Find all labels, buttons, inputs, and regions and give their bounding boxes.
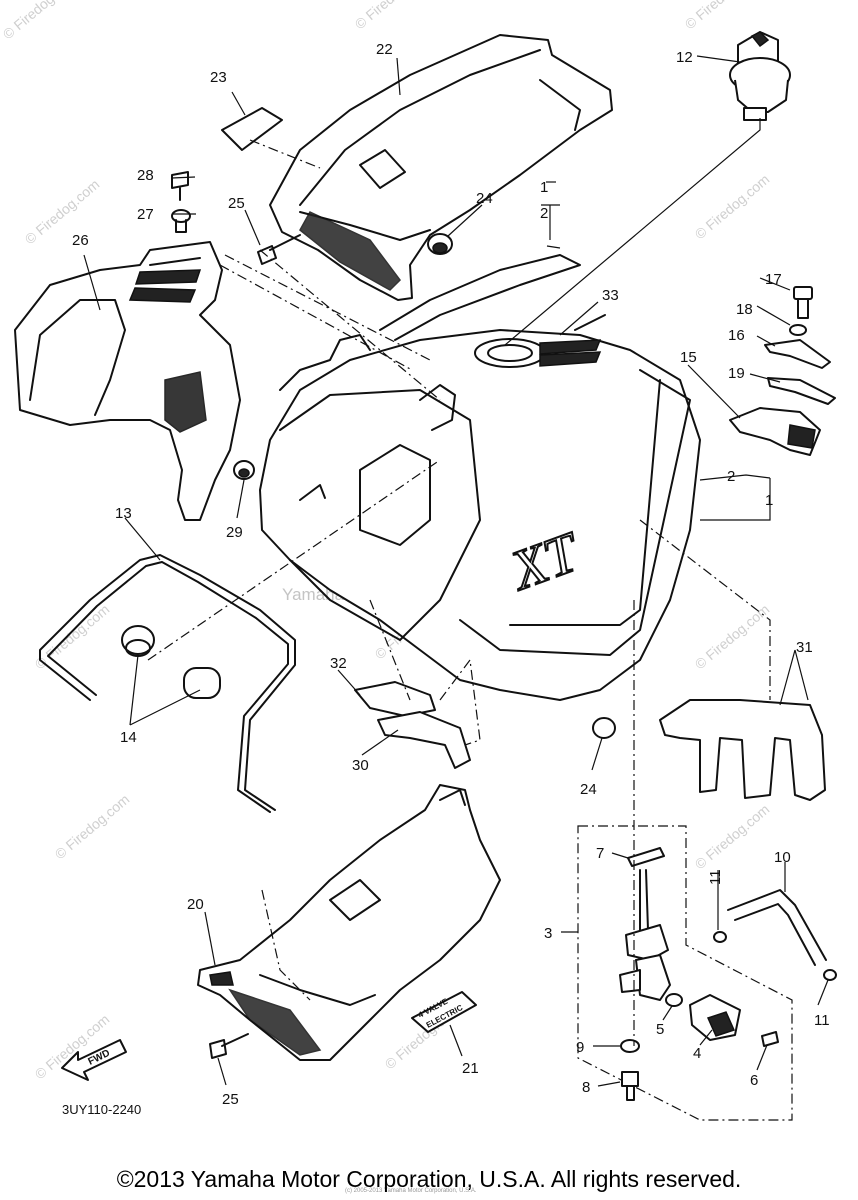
callout-8: 8: [582, 1079, 590, 1096]
callout-13: 13: [115, 505, 132, 522]
callout-labels: 1 2 1 2 3 4 5 6 7 8 9 10 11 11 12 13 14 …: [72, 41, 830, 1108]
callout-1: 1: [765, 492, 773, 509]
callout-11: 11: [707, 869, 724, 885]
callout-30: 30: [352, 757, 369, 774]
part-8-bolt: [621, 1071, 639, 1101]
part-6-screw: [761, 1031, 779, 1047]
part-29-collar: [233, 460, 255, 480]
part-19-bracket: [767, 377, 836, 405]
part-18-washer: [789, 324, 807, 336]
callout-27: 27: [137, 206, 154, 223]
part-27-collar: [171, 209, 191, 233]
callout-32: 32: [330, 655, 347, 672]
leader-lines: [83, 55, 829, 1087]
part-26-left-cover: [14, 241, 241, 521]
callout-17: 17: [765, 271, 782, 288]
callout-22: 22: [376, 41, 393, 58]
part-11-clip: [713, 931, 837, 981]
callout-25: 25: [222, 1091, 239, 1108]
part-32-pad: [354, 681, 436, 717]
part-9-washer: [620, 1039, 640, 1053]
callout-14: 14: [120, 729, 137, 746]
callout-31: 31: [796, 639, 813, 656]
part-5-o-ring: [665, 993, 683, 1007]
callout-25: 25: [228, 195, 245, 212]
part-30-bracket: [377, 711, 471, 769]
part-20-lower-cover: [197, 784, 501, 1061]
callout-16: 16: [728, 327, 745, 344]
callout-21: 21: [462, 1060, 479, 1077]
part-31-damper-set: [659, 699, 826, 801]
callout-33: 33: [602, 287, 619, 304]
watermark: © Firedog.com: [682, 0, 763, 32]
part-15-damper: [729, 407, 821, 456]
callout-2: 2: [540, 205, 548, 222]
callout-24: 24: [580, 781, 597, 798]
callout-15: 15: [680, 349, 697, 366]
callout-28: 28: [137, 167, 154, 184]
callout-18: 18: [736, 301, 753, 318]
part-13-band: [39, 554, 296, 813]
watermark: © Firedog.com: [692, 171, 773, 242]
assembly-lines: [147, 139, 771, 1046]
copyright-footer: ©2013 Yamaha Motor Corporation, U.S.A. A…: [116, 1166, 742, 1192]
callout-26: 26: [72, 232, 89, 249]
watermark: © Firedog.com: [32, 601, 113, 672]
fine-print: (c) 2005-2013 Yamaha Motor Corporation, …: [345, 1188, 477, 1194]
watermark: © Firedog.com: [692, 801, 773, 872]
part-3-fuel-cock-box: [577, 825, 793, 1121]
callout-24: 24: [476, 190, 493, 207]
callout-23: 23: [210, 69, 227, 86]
watermark: © Firedog.com: [352, 0, 433, 32]
callout-2: 2: [727, 468, 735, 485]
watermark: © Firedog.com: [0, 0, 80, 42]
part-7-plate: [627, 847, 665, 867]
callout-11: 11: [814, 1012, 830, 1029]
callout-12: 12: [676, 49, 693, 66]
part-14-damper: [121, 625, 221, 699]
part-fuel-cock: [619, 869, 671, 1001]
watermark: © Firedog.com: [692, 601, 773, 672]
watermark: © Firedog.com: [52, 791, 133, 862]
callout-9: 9: [576, 1039, 584, 1056]
part-2-tank-pad: [279, 254, 581, 391]
diagram-code: 3UY110-2240: [62, 1102, 142, 1117]
part-12-fuel-cap: [729, 31, 791, 121]
part-fuel-tank: XT: [259, 329, 701, 701]
callout-4: 4: [693, 1045, 701, 1062]
fwd-arrow-icon: FWD: [61, 1039, 127, 1081]
callout-7: 7: [596, 845, 604, 862]
callout-19: 19: [728, 365, 745, 382]
part-33-emblem: [574, 314, 606, 331]
callout-5: 5: [656, 1021, 664, 1038]
part-21-emblem: 4 VALVE ELECTRIC: [411, 991, 477, 1033]
callout-20: 20: [187, 896, 204, 913]
watermark: © Firedog.com: [22, 176, 103, 247]
callout-10: 10: [774, 849, 791, 866]
part-10-hose: [727, 889, 827, 966]
callout-6: 6: [750, 1072, 758, 1089]
part-17-bolt: [793, 286, 813, 319]
part-24-damper: [427, 233, 616, 739]
callout-29: 29: [226, 524, 243, 541]
callout-3: 3: [544, 925, 552, 942]
part-4-lever: [689, 994, 741, 1041]
part-28-screw: [171, 171, 189, 201]
part-16-bracket: [764, 339, 831, 369]
part-23-sticker: [221, 107, 283, 151]
callout-1: 1: [540, 179, 548, 196]
part-22-side-cover: [269, 34, 613, 301]
